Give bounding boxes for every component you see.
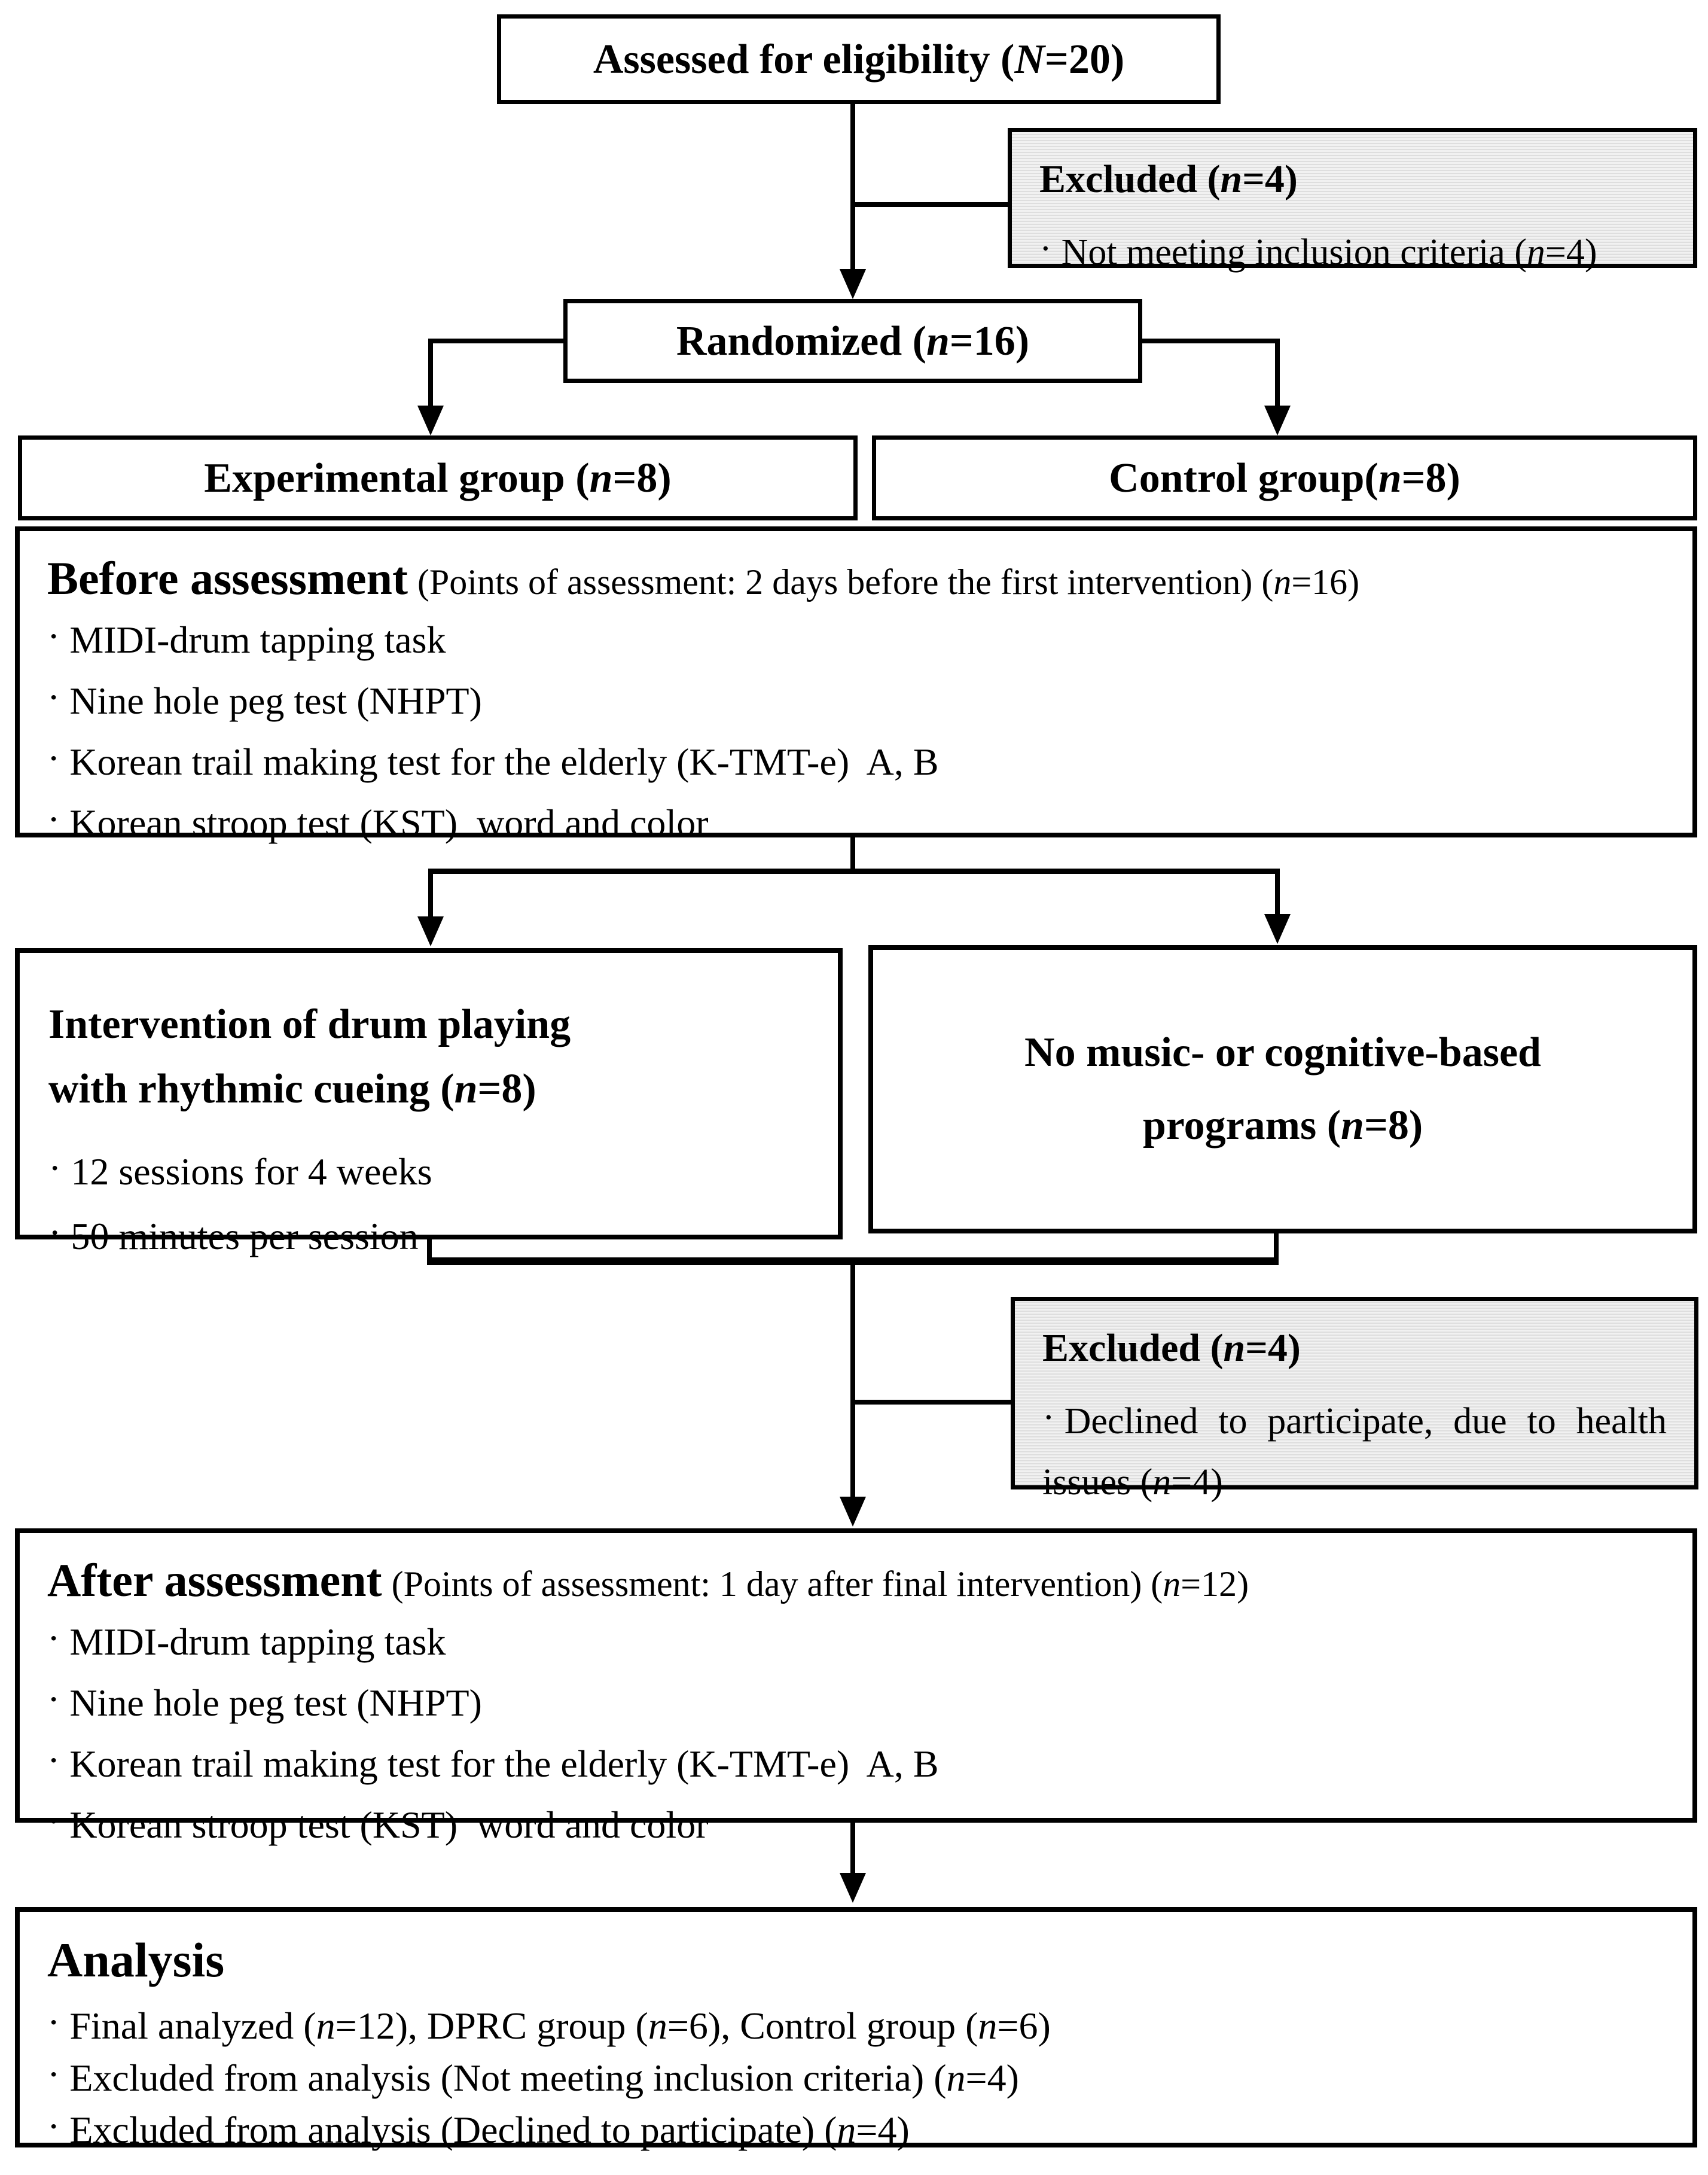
no-program-title-line: programs (n=8): [1142, 1102, 1423, 1149]
bullet-icon: ·: [47, 1739, 60, 1782]
intervention-items: ·12 sessions for 4 weeks ·50 minutes per…: [48, 1140, 809, 1269]
box-experimental: Experimental group (n=8): [18, 435, 858, 520]
no-program-title-line: No music- or cognitive-based: [1024, 1029, 1541, 1076]
box-excluded-top: Excluded (n=4) ·Not meeting inclusion cr…: [1008, 128, 1697, 273]
bullet-icon: ·: [47, 1800, 60, 1843]
before-item: ·Korean trail making test for the elderl…: [47, 732, 1665, 793]
line-branch-excluded-mid: [855, 1400, 1012, 1405]
after-item: ·Korean trail making test for the elderl…: [47, 1734, 1665, 1795]
excluded-mid-item: ·Declined to participate, due to health …: [1042, 1391, 1667, 1513]
bullet-icon: ·: [47, 798, 60, 841]
box-analysis: Analysis ·Final analyzed (n=12), DPRC gr…: [15, 1907, 1697, 2151]
line-split-horizontal: [428, 869, 1280, 874]
before-title-row: Before assessment(Points of assessment: …: [47, 547, 1665, 610]
arrowhead-into-analysis: [840, 1873, 866, 1903]
excluded-mid-item-text: Declined to participate, due to health i…: [1042, 1400, 1667, 1503]
bullet-icon: ·: [1042, 1397, 1055, 1438]
experimental-label: Experimental group (n=8): [204, 455, 672, 501]
before-item-text: MIDI-drum tapping task: [69, 619, 446, 662]
line-merge-to-after: [850, 1257, 855, 1497]
after-title-row: After assessment(Points of assessment: 1…: [47, 1549, 1665, 1612]
arrowhead-into-randomized: [840, 269, 866, 299]
before-item-text: Korean trail making test for the elderly…: [69, 741, 939, 784]
analysis-item-text: Final analyzed (n=12), DPRC group (n=6),…: [69, 2004, 1051, 2047]
bullet-icon: ·: [48, 1147, 62, 1189]
randomized-label: Randomized (n=16): [676, 318, 1030, 364]
analysis-item-text: Excluded from analysis (Declined to part…: [69, 2108, 910, 2151]
after-title: After assessment: [47, 1554, 382, 1606]
box-randomized: Randomized (n=16): [563, 299, 1142, 383]
arrowhead-into-intervention: [417, 916, 444, 946]
bullet-icon: ·: [47, 615, 60, 658]
analysis-item: ·Final analyzed (n=12), DPRC group (n=6)…: [47, 2000, 1665, 2052]
analysis-item: ·Excluded from analysis (Not meeting inc…: [47, 2052, 1665, 2104]
before-subtitle: (Points of assessment: 2 days before the…: [417, 562, 1360, 602]
line-down-control: [1275, 339, 1280, 406]
bullet-icon: ·: [47, 2052, 60, 2095]
bullet-icon: ·: [47, 1678, 60, 1721]
line-assessed-to-randomized: [850, 103, 855, 269]
box-no-program: No music- or cognitive-based programs (n…: [868, 945, 1697, 1233]
analysis-title: Analysis: [47, 1933, 225, 1987]
after-item: ·Nine hole peg test (NHPT): [47, 1673, 1665, 1734]
line-down-experimental: [428, 339, 433, 406]
analysis-item: ·Excluded from analysis (Declined to par…: [47, 2104, 1665, 2156]
before-item-text: Korean stroop test (KST) word and color: [69, 802, 709, 845]
before-item: ·Korean stroop test (KST) word and color: [47, 793, 1665, 854]
excluded-mid-title: Excluded (n=4): [1042, 1326, 1301, 1370]
box-excluded-mid: Excluded (n=4) ·Declined to participate,…: [1011, 1297, 1698, 1503]
after-item-text: Nine hole peg test (NHPT): [69, 1681, 482, 1725]
line-intervention-down: [427, 1238, 432, 1265]
box-after-assessment: After assessment(Points of assessment: 1…: [15, 1528, 1697, 1846]
arrowhead-into-no-program: [1264, 914, 1291, 944]
control-label: Control group(n=8): [1109, 455, 1460, 501]
box-assessed: Assessed for eligibility (N=20): [497, 14, 1221, 104]
before-item: ·Nine hole peg test (NHPT): [47, 671, 1665, 732]
line-randomized-left: [428, 339, 566, 343]
analysis-items: ·Final analyzed (n=12), DPRC group (n=6)…: [47, 2000, 1665, 2156]
arrowhead-into-experimental: [417, 406, 444, 435]
after-item: ·MIDI-drum tapping task: [47, 1612, 1665, 1673]
line-down-no-program: [1275, 869, 1280, 914]
bullet-icon: ·: [47, 737, 60, 780]
intervention-title-line: with rhythmic cueing (n=8): [48, 1066, 536, 1112]
intervention-title-line: Intervention of drum playing: [48, 1001, 571, 1047]
after-item-text: Korean trail making test for the elderly…: [69, 1743, 939, 1786]
before-items: ·MIDI-drum tapping task ·Nine hole peg t…: [47, 610, 1665, 854]
line-after-to-analysis: [850, 1821, 855, 1873]
arrowhead-into-control: [1264, 406, 1291, 435]
before-item: ·MIDI-drum tapping task: [47, 610, 1665, 671]
box-control: Control group(n=8): [872, 435, 1697, 520]
excluded-top-item: ·Not meeting inclusion criteria (n=4): [1039, 222, 1666, 283]
assessed-label: Assessed for eligibility (N=20): [593, 36, 1125, 83]
excluded-top-title: Excluded (n=4): [1039, 157, 1298, 201]
after-subtitle: (Points of assessment: 1 day after final…: [391, 1564, 1249, 1604]
bullet-icon: ·: [48, 1211, 62, 1254]
after-item-text: Korean stroop test (KST) word and color: [69, 1804, 709, 1847]
intervention-item-text: 50 minutes per session: [71, 1215, 419, 1257]
after-item-text: MIDI-drum tapping task: [69, 1620, 446, 1664]
bullet-icon: ·: [47, 2000, 60, 2043]
intervention-item-text: 12 sessions for 4 weeks: [71, 1150, 432, 1193]
line-down-intervention: [428, 869, 433, 916]
excluded-top-item-text: Not meeting inclusion criteria (n=4): [1061, 231, 1597, 273]
line-before-down: [850, 836, 855, 872]
box-before-assessment: Before assessment(Points of assessment: …: [15, 526, 1697, 844]
line-randomized-right: [1140, 339, 1280, 343]
box-intervention: Intervention of drum playing with rhythm…: [15, 948, 843, 1257]
before-title: Before assessment: [47, 552, 408, 604]
after-items: ·MIDI-drum tapping task ·Nine hole peg t…: [47, 1612, 1665, 1856]
after-item: ·Korean stroop test (KST) word and color: [47, 1795, 1665, 1856]
arrowhead-into-after: [840, 1497, 866, 1527]
intervention-item: ·12 sessions for 4 weeks: [48, 1140, 809, 1204]
analysis-item-text: Excluded from analysis (Not meeting incl…: [69, 2056, 1019, 2099]
bullet-icon: ·: [1039, 228, 1052, 269]
line-no-program-down: [1274, 1232, 1279, 1265]
bullet-icon: ·: [47, 1617, 60, 1660]
bullet-icon: ·: [47, 2104, 60, 2147]
line-branch-excluded-top: [853, 202, 1009, 207]
before-item-text: Nine hole peg test (NHPT): [69, 680, 482, 723]
intervention-item: ·50 minutes per session: [48, 1204, 809, 1269]
bullet-icon: ·: [47, 676, 60, 719]
